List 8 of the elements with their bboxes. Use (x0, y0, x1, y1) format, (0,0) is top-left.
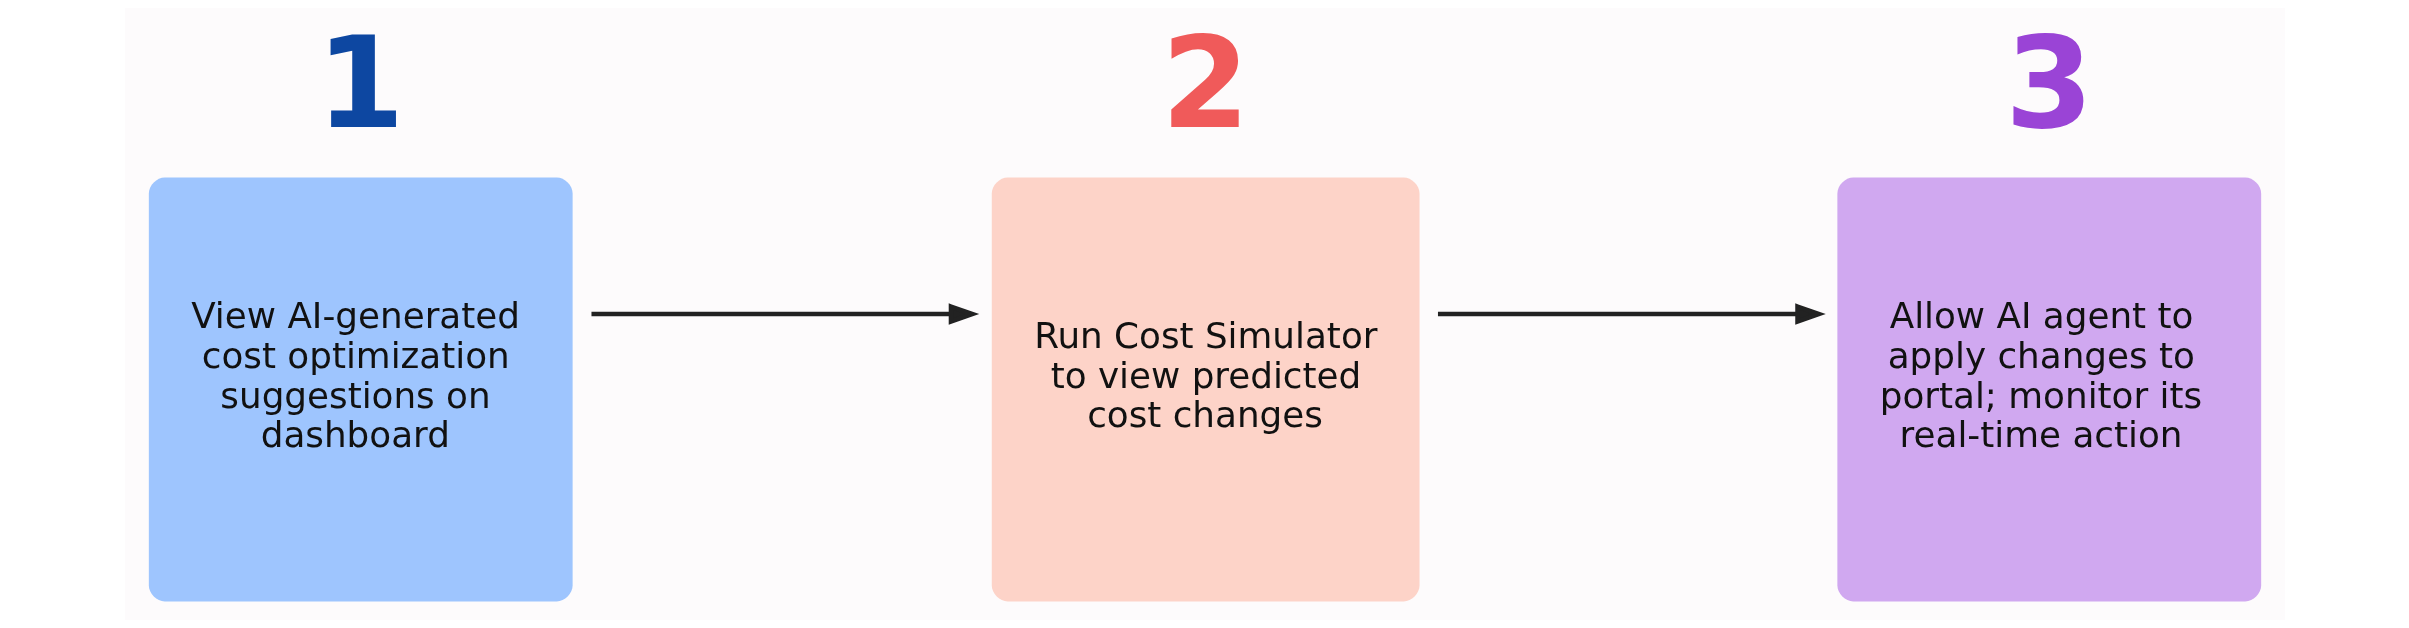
node-label: 1 (315, 9, 405, 157)
node-label: 3 (2004, 9, 2093, 157)
node-label: 2 (1160, 9, 1250, 157)
arrow (590, 303, 979, 325)
node-box: Allow AI agent to apply changes to portal; monitor its real-time action (1836, 177, 2261, 602)
node-box: Run Cost Simulator to view predicted cost changes (991, 177, 1420, 602)
arrow (1437, 303, 1826, 325)
node-box: View AI-generated cost optimization suggestions on dashboard (148, 177, 573, 602)
